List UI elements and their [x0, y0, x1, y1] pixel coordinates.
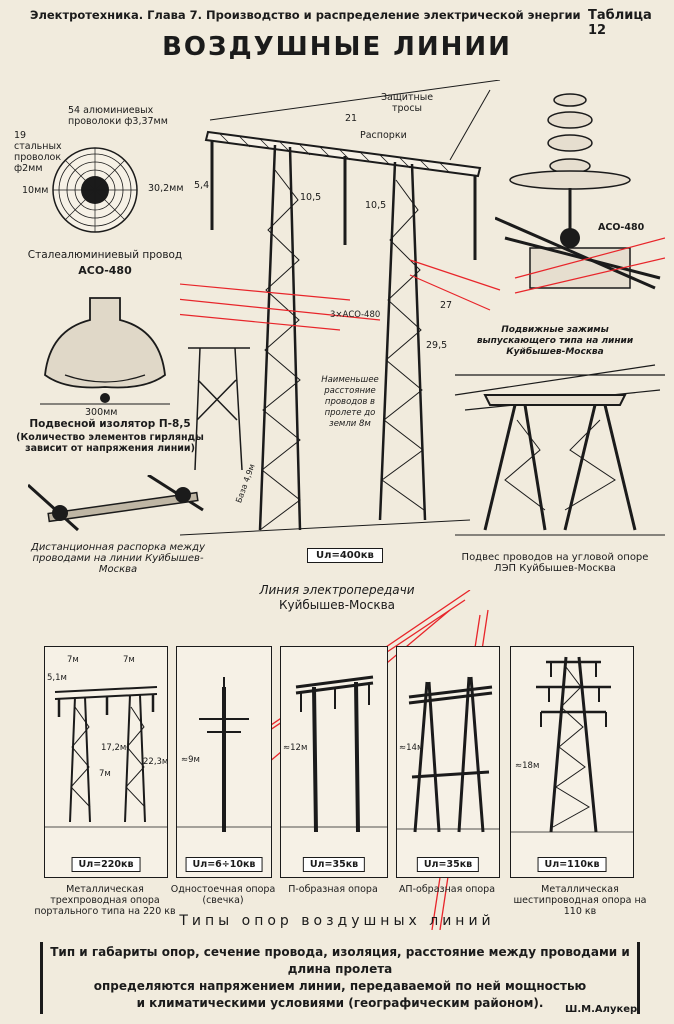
summary-line2: определяются напряжением линии, передава…	[93, 979, 587, 993]
dim-top: 21	[345, 113, 358, 124]
clamp-code: АСО-480	[598, 222, 645, 233]
voltage-badge-6-10: Uл=6÷10кв	[185, 857, 263, 872]
dim-220-4: 22,3м	[143, 757, 169, 767]
page-title: ВОЗДУШНЫЕ ЛИНИИ	[162, 32, 512, 62]
wire-cross-section-icon	[52, 147, 138, 233]
insulator-dim: 300мм	[85, 407, 118, 418]
support-35-ap-icon	[397, 676, 499, 833]
dim-h2: 29,5	[426, 340, 448, 351]
corner-caption: Подвес проводов на угловой опоре ЛЭП Куй…	[461, 552, 649, 574]
spacer-icon	[28, 475, 204, 532]
clamp-illustration	[495, 93, 665, 294]
dim-h1: 27	[440, 300, 453, 311]
main-tower-illustration	[180, 80, 501, 536]
voltage-badge-35-p: Uл=35кв	[302, 857, 366, 872]
dim-220-1: 7м	[123, 655, 135, 665]
wire-inner-dim: 10мм	[22, 185, 49, 196]
corner-support-illustration	[454, 364, 665, 536]
wire-code: АСО-480	[78, 264, 132, 277]
insulator-note: (Количество элементов гирлянды зависит о…	[16, 432, 204, 454]
dim-6-10: ≈9м	[181, 755, 200, 765]
wire-outer-dim: 30,2мм	[148, 183, 184, 194]
voltage-badge-110: Uл=110кв	[537, 857, 607, 872]
summary-box: Тип и габариты опор, сечение провода, из…	[40, 942, 640, 1014]
main-caption-line1: Линия электропередачи	[259, 583, 415, 597]
support-box-220: 7м 7м 5,1м 17,2м 22,3м 7м Uл=220кв	[44, 646, 168, 878]
types-title: Типы опор воздушных линий	[179, 913, 495, 929]
dim-span-a: 10,5	[300, 192, 322, 203]
wire-name: Сталеалюминиевый провод	[27, 249, 183, 261]
support-110-icon	[511, 656, 633, 833]
dim-220-2: 5,1м	[47, 673, 67, 683]
support-box-35-ap: ≈14м Uл=35кв	[396, 646, 500, 878]
support-box-110: ≈18м Uл=110кв	[510, 646, 634, 878]
caption-support-6-10: Одностоечная опора (свечка)	[170, 884, 276, 906]
dim-span-b: 10,5	[365, 200, 387, 211]
support-35-p-icon	[281, 675, 387, 833]
caption-support-220: Металлическая трехпроводная опора портал…	[34, 884, 176, 917]
spacer-caption: Дистанционная распорка между проводами н…	[31, 542, 205, 575]
dim-220-3: 17,2м	[101, 743, 127, 753]
support-box-35-p: ≈12м Uл=35кв	[280, 646, 388, 878]
wire-aluminium-label: 54 алюминиевых проволоки ф3,37мм	[68, 105, 168, 127]
main-caption-line2: Куйбышев-Москва	[278, 598, 396, 612]
dim-35-p: ≈12м	[283, 743, 308, 753]
dim-left: 5,4	[194, 180, 210, 191]
caption-support-35-ap: АП-образная опора	[398, 884, 496, 895]
insulator-icon	[40, 297, 170, 405]
summary-line1: Тип и габариты опор, сечение провода, из…	[50, 945, 630, 976]
dim-110: ≈18м	[515, 761, 540, 771]
wire-label: 3×АСО-480	[330, 310, 381, 320]
voltage-badge-35-ap: Uл=35кв	[416, 857, 480, 872]
clamp-caption: Подвижные зажимы выпускающего типа на ли…	[476, 325, 634, 357]
clearance-note: Наименьшее расстояние проводов в пролете…	[321, 375, 379, 429]
label-guard-wires: Защитные тросы	[380, 92, 434, 114]
table-number: Таблица 12	[588, 8, 652, 38]
support-6-10-icon	[177, 677, 271, 832]
dim-35-ap: ≈14м	[399, 743, 424, 753]
caption-support-35-p: П-образная опора	[288, 884, 378, 895]
chapter-header: Электротехника. Глава 7. Производство и …	[30, 8, 581, 22]
main-voltage-badge: Uл=400кв	[307, 548, 383, 563]
author: Ш.М.Алукер	[565, 1004, 638, 1015]
dim-220-5: 7м	[99, 769, 111, 779]
dim-220-0: 7м	[67, 655, 79, 665]
summary-line3: и климатическими условиями (географическ…	[136, 996, 544, 1010]
wire-steel-label: 19 стальных проволок ф2мм	[14, 130, 62, 174]
insulator-name: Подвесной изолятор П-8,5	[29, 418, 191, 430]
voltage-badge-220: Uл=220кв	[71, 857, 141, 872]
support-220-icon	[45, 686, 167, 828]
caption-support-110: Металлическая шестипроводная опора на 11…	[513, 884, 647, 917]
label-spacers: Распорки	[360, 130, 407, 141]
support-box-6-10: ≈9м Uл=6÷10кв	[176, 646, 272, 878]
